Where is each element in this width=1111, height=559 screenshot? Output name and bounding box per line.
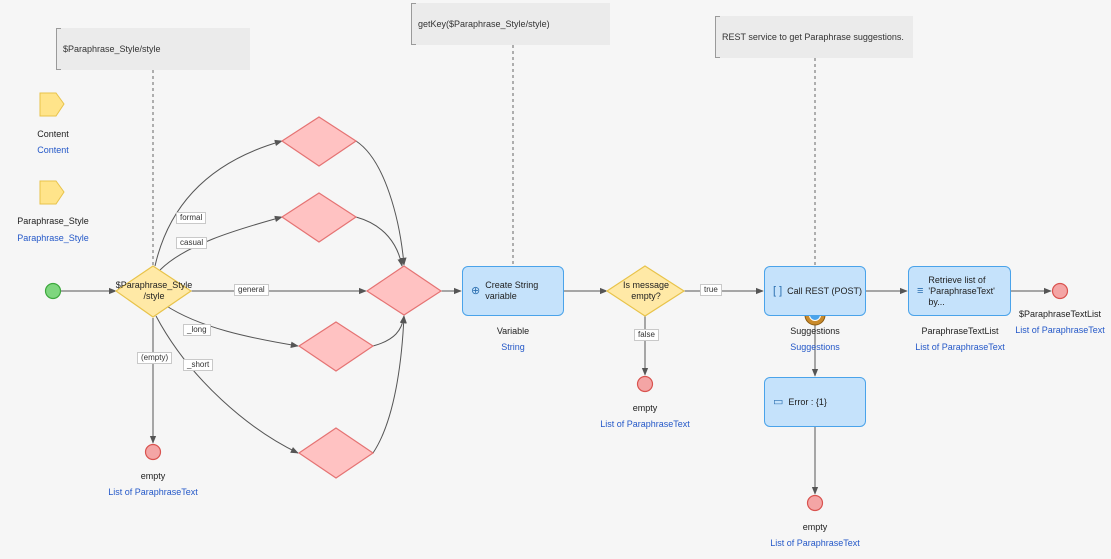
split-decision <box>114 265 193 318</box>
flow-formal-merge <box>355 140 407 266</box>
edge-label-short: _short <box>183 359 214 371</box>
annotation-text: getKey($Paraphrase_Style/style) <box>418 19 550 29</box>
end-event-type: List of ParaphraseText <box>770 538 860 548</box>
branch-diamond-casual <box>280 192 358 243</box>
output-type: Suggestions <box>790 342 840 352</box>
edge-label-general: general <box>234 284 269 296</box>
parameter-type: Content <box>37 145 69 155</box>
message-icon: ▭ <box>773 395 784 408</box>
annotation-style: $Paraphrase_Style/style <box>56 28 250 70</box>
parameter-icon-paraphrase-style <box>39 180 65 205</box>
sequence-flows <box>61 139 1052 495</box>
annotation-text: $Paraphrase_Style/style <box>63 44 161 54</box>
end-event-type: List of ParaphraseText <box>108 487 198 497</box>
parameter-type: Paraphrase_Style <box>17 233 89 243</box>
end-event-name: $ParaphraseTextList <box>1018 309 1102 319</box>
flow-long <box>164 304 299 348</box>
edge-label-long: _long <box>183 324 211 336</box>
flow-short-merge <box>372 315 407 454</box>
end-event-list <box>1051 282 1069 300</box>
edge-label-true: true <box>700 284 722 296</box>
retrieve-activity[interactable]: ≡ Retrieve list of 'ParaphraseText' by..… <box>908 266 1011 316</box>
branch-diamond-long <box>297 321 375 372</box>
edge-label-empty: (empty) <box>137 352 173 364</box>
activity-label: Error : {1} <box>788 396 827 407</box>
flow-formal <box>154 139 283 267</box>
flow-casual-merge <box>355 216 404 267</box>
split-label: $Paraphrase_Style /style <box>115 280 193 301</box>
flow-casual <box>159 215 283 271</box>
end-event-type: List of ParaphraseText <box>1015 325 1105 335</box>
edge-label-formal: formal <box>176 212 207 224</box>
output-name: Variable <box>496 326 530 336</box>
merge-diamond <box>365 265 443 316</box>
decision-label: Is message empty? <box>622 280 670 301</box>
parameter-name: Paraphrase_Style <box>17 216 89 226</box>
end-event-empty-2 <box>636 375 654 393</box>
output-name: ParaphraseTextList <box>921 326 999 336</box>
activity-label: Call REST (POST) <box>787 285 863 296</box>
output-name: Suggestions <box>790 326 840 336</box>
branch-diamond-short <box>297 427 375 479</box>
parameter-icon-content <box>39 92 65 117</box>
annotation-text: REST service to get Paraphrase suggestio… <box>722 32 904 42</box>
flow-short <box>155 315 299 454</box>
activity-label: Retrieve list of 'ParaphraseText' by... <box>928 274 995 307</box>
end-event-name: empty <box>140 471 166 481</box>
output-type: String <box>501 342 525 352</box>
end-event-empty-3 <box>806 494 824 512</box>
end-event-type: List of ParaphraseText <box>600 419 690 429</box>
call-rest-activity[interactable]: [ ] Call REST (POST) <box>764 266 866 316</box>
brackets-icon: [ ] <box>773 284 783 297</box>
branch-diamond-formal <box>280 116 358 167</box>
end-event-name: empty <box>802 522 828 532</box>
list-retrieve-icon: ≡ <box>917 284 924 297</box>
flow-long-merge <box>372 315 407 347</box>
output-type: List of ParaphraseText <box>915 342 1005 352</box>
parameter-name: Content <box>37 129 69 139</box>
error-log-activity[interactable]: ▭ Error : {1} <box>764 377 866 427</box>
end-event-empty-1 <box>144 443 162 461</box>
create-string-activity[interactable]: ⊕ Create String variable <box>462 266 564 316</box>
start-event <box>44 282 62 300</box>
edge-label-casual: casual <box>176 237 208 249</box>
annotation-getkey: getKey($Paraphrase_Style/style) <box>411 3 610 45</box>
end-event-name: empty <box>632 403 658 413</box>
edge-label-false: false <box>634 329 659 341</box>
annotation-rest: REST service to get Paraphrase suggestio… <box>715 16 913 58</box>
tag-plus-icon: ⊕ <box>471 284 481 297</box>
activity-label: Create String variable <box>485 280 539 301</box>
empty-decision <box>605 265 686 317</box>
